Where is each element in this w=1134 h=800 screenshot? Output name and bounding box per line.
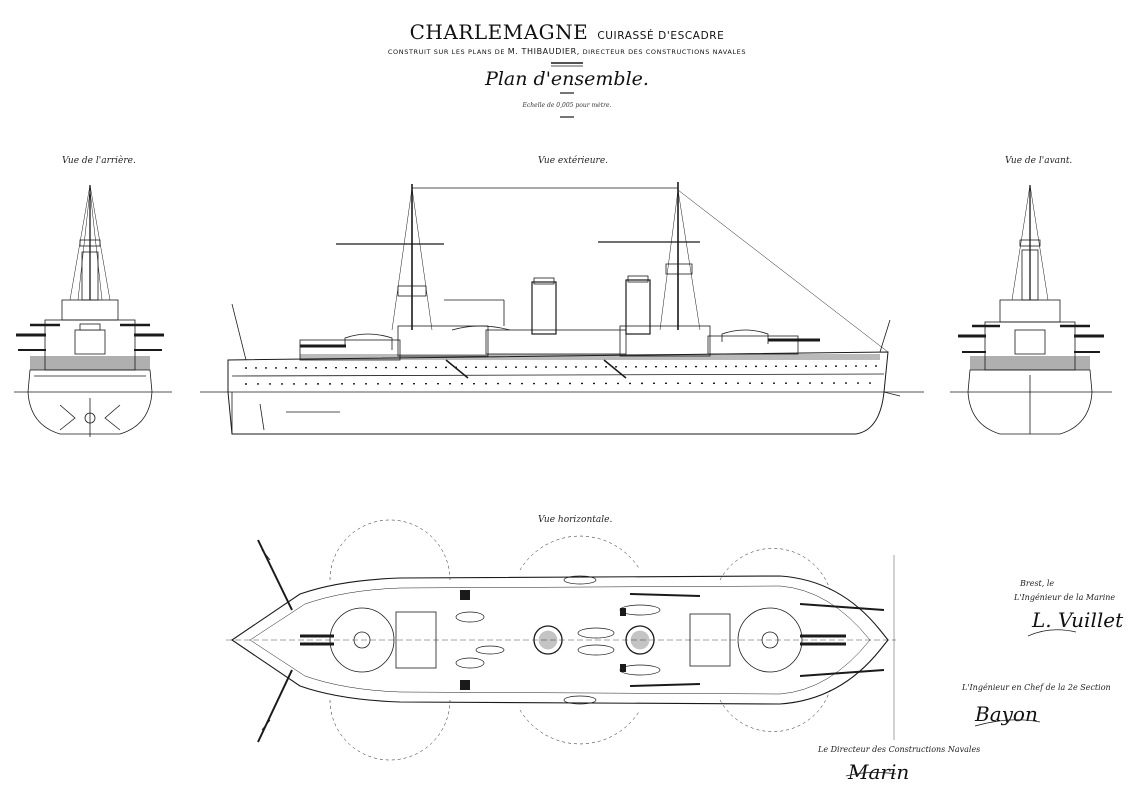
builder-prefix: CONSTRUIT SUR LES PLANS DE (387, 48, 506, 56)
signature-chief-title: L'Ingénieur en Chef de la 2e Section (962, 683, 1111, 692)
title-rules (551, 62, 583, 118)
scale-note: Echelle de 0,005 pour mètre. (522, 102, 612, 109)
label-exterior-view: Vue extérieure. (538, 156, 609, 166)
signature-chief: Bayon (975, 702, 1038, 726)
side-view-drawing (200, 182, 924, 435)
plan-view-drawing (226, 519, 896, 761)
builder-name: M. THIBAUDIER, (507, 47, 580, 56)
ship-type: CUIRASSÉ D'ESCADRE (597, 30, 725, 42)
plan-title: Plan d'ensemble. (485, 68, 649, 90)
signature-director: Marin (848, 760, 910, 784)
signature-engineer: L. Vuillet (1032, 608, 1124, 632)
drawing-title: CHARLEMAGNE CUIRASSÉ D'ESCADRE (0, 20, 1134, 44)
ship-name: CHARLEMAGNE (409, 20, 589, 44)
builder-suffix: DIRECTEUR DES CONSTRUCTIONS NAVALES (582, 48, 747, 56)
label-horizontal-view: Vue horizontale. (538, 515, 613, 525)
builder-line: CONSTRUIT SUR LES PLANS DE M. THIBAUDIER… (0, 47, 1134, 56)
signature-flourishes (845, 629, 1077, 777)
label-front-view: Vue de l'avant. (1005, 156, 1073, 166)
front-view-drawing (950, 184, 1112, 435)
signature-engineer-title: L'Ingénieur de la Marine (1014, 593, 1116, 602)
signature-director-title: Le Directeur des Constructions Navales (818, 745, 981, 754)
label-rear-view: Vue de l'arrière. (62, 156, 136, 166)
signature-place-date: Brest, le (1020, 579, 1055, 588)
rear-view-drawing (14, 184, 172, 437)
